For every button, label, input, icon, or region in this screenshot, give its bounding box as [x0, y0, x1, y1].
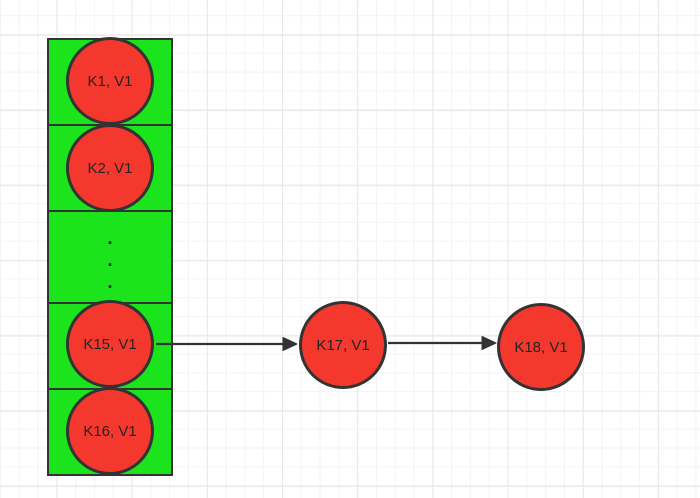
node-k2: K2, V1	[66, 124, 154, 212]
ellipsis-dot: .	[107, 228, 113, 248]
node-label: K2, V1	[87, 159, 133, 177]
ellipsis-dot: .	[107, 272, 113, 292]
node-k18: K18, V1	[497, 303, 585, 391]
node-k15: K15, V1	[66, 300, 154, 388]
arrow-k15-to-k17	[156, 337, 298, 351]
node-k1: K1, V1	[66, 37, 154, 125]
node-label: K1, V1	[87, 72, 133, 90]
node-k16: K16, V1	[66, 387, 154, 475]
arrow-k17-to-k18	[388, 336, 497, 350]
ellipsis-dot: .	[107, 250, 113, 270]
node-label: K18, V1	[514, 338, 568, 356]
node-label: K16, V1	[83, 422, 137, 440]
node-label: K15, V1	[83, 335, 137, 353]
node-k17: K17, V1	[299, 301, 387, 389]
bucket-cell-ellipsis: . . .	[49, 210, 171, 302]
node-label: K17, V1	[316, 336, 370, 354]
